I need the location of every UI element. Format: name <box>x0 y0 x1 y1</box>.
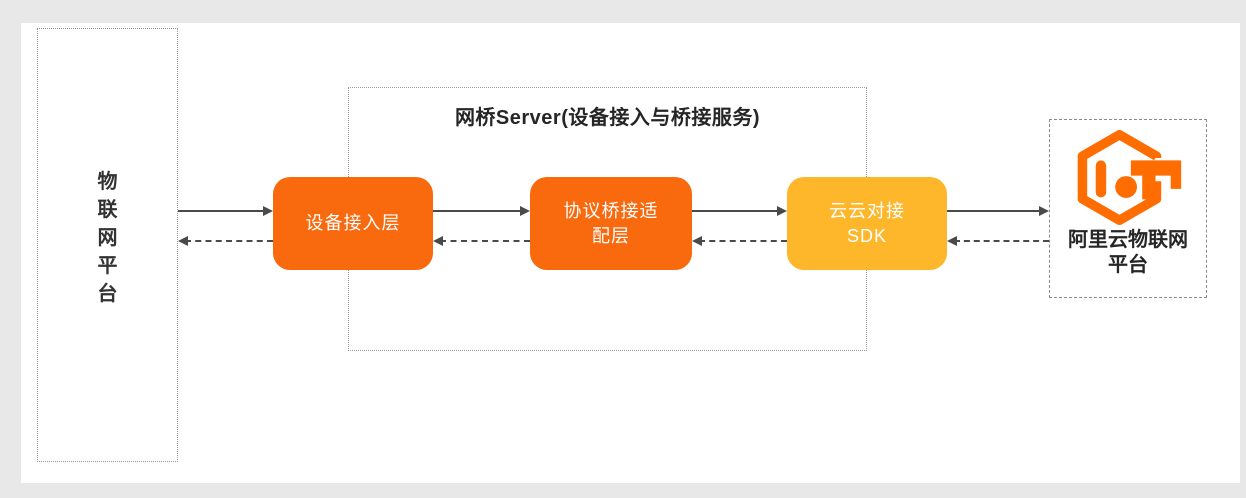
node-label-line: SDK <box>846 225 887 246</box>
arrow-adapter-to-sdk-forward <box>692 206 787 216</box>
arrow-line <box>185 240 273 242</box>
bridge-server-title: 网桥Server(设备接入与桥接服务) <box>454 107 761 129</box>
arrow-right-head-icon <box>1039 206 1049 216</box>
arrow-iot-to-access-forward <box>178 206 273 216</box>
aliyun-iot-logo-icon <box>1077 130 1182 225</box>
arrow-left-head-icon <box>433 236 443 246</box>
arrow-left-head-icon <box>692 236 702 246</box>
iot-platform-label-char: 物 <box>97 171 118 193</box>
bridge-server-box: 网桥Server(设备接入与桥接服务) <box>348 87 867 351</box>
arrow-sdk-to-adapter-backward <box>692 236 787 246</box>
arrow-line <box>954 240 1049 242</box>
iot-platform-label-char: 台 <box>97 283 118 305</box>
arrow-access-to-adapter-forward <box>433 206 530 216</box>
iot-platform-label-char: 平 <box>97 255 118 277</box>
iot-platform-label-char: 网 <box>97 227 118 249</box>
arrow-left-head-icon <box>947 236 957 246</box>
node-label-line: 协议桥接适 <box>563 200 659 221</box>
arrow-left-head-icon <box>178 236 188 246</box>
node-label-line: 设备接入层 <box>305 213 401 233</box>
diagram-canvas: 物 联 网 平 台 网桥Server(设备接入与桥接服务) 设备接入层 协议桥接… <box>21 23 1240 483</box>
aliyun-label-line2: 平台 <box>1108 254 1148 276</box>
aliyun-iot-platform-label: 阿里云物联网 平台 <box>1068 228 1188 278</box>
arrow-line <box>947 210 1042 212</box>
arrow-sdk-to-aliyun-forward <box>947 206 1049 216</box>
arrow-line <box>440 240 530 242</box>
arrow-right-head-icon <box>520 206 530 216</box>
arrow-line <box>178 210 266 212</box>
iot-platform-label-char: 联 <box>97 199 118 221</box>
arrow-access-to-iot-backward <box>178 236 273 246</box>
arrow-aliyun-to-sdk-backward <box>947 236 1049 246</box>
iot-platform-box: 物 联 网 平 台 <box>37 28 178 462</box>
aliyun-label-line1: 阿里云物联网 <box>1068 229 1188 251</box>
arrow-line <box>692 210 780 212</box>
node-protocol-bridge-adapter-layer: 协议桥接适 配层 <box>530 177 692 270</box>
arrow-right-head-icon <box>263 206 273 216</box>
node-label-line: 配层 <box>592 225 630 246</box>
arrow-adapter-to-access-backward <box>433 236 530 246</box>
node-label-line: 云云对接 <box>829 200 905 221</box>
iot-platform-label: 物 联 网 平 台 <box>98 168 118 308</box>
arrow-line <box>699 240 787 242</box>
arrow-line <box>433 210 523 212</box>
arrow-right-head-icon <box>777 206 787 216</box>
node-device-access-layer: 设备接入层 <box>273 177 433 270</box>
aliyun-iot-platform-box: 阿里云物联网 平台 <box>1049 119 1207 298</box>
node-cloud-cloud-sdk: 云云对接 SDK <box>787 177 947 270</box>
